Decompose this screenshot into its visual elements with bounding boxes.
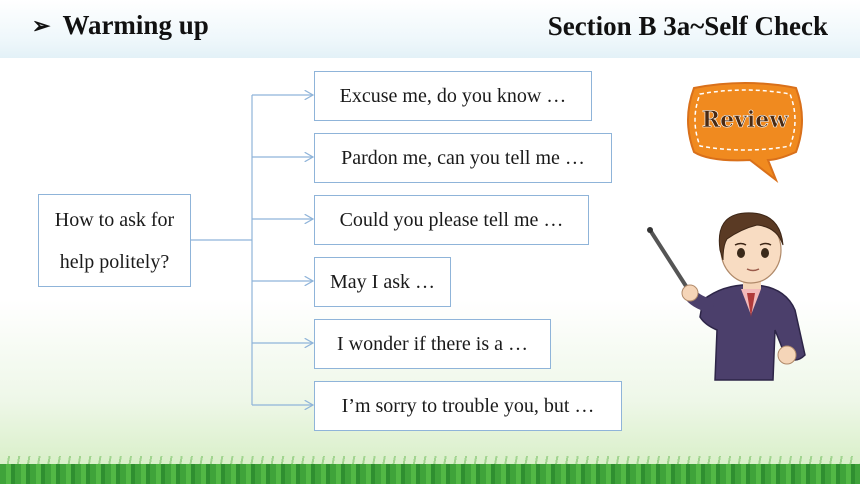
phrase-text: I wonder if there is a … [336, 332, 529, 355]
slide-heading: ➢ Warming up [32, 10, 209, 41]
phrase-text: Pardon me, can you tell me … [341, 146, 585, 169]
main-question-box: How to ask for help politely? [38, 194, 191, 287]
arrow-bullet-icon: ➢ [32, 12, 51, 38]
review-badge: Review [687, 82, 803, 184]
grass-strip [0, 464, 860, 484]
review-label: Review [702, 107, 789, 133]
phrase-box-1: Excuse me, do you know … [314, 71, 592, 121]
main-question-line2: help politely? [59, 250, 170, 273]
phrase-text: I’m sorry to trouble you, but … [341, 394, 595, 417]
header-bar: ➢ Warming up Section B 3a~Self Check [0, 0, 860, 58]
grass-tips [0, 456, 860, 466]
teacher-illustration [647, 212, 806, 381]
section-title: Section B 3a~Self Check [547, 11, 828, 41]
phrase-text: Could you please tell me … [339, 208, 564, 231]
phrase-box-3: Could you please tell me … [314, 195, 589, 245]
phrase-text: Excuse me, do you know … [339, 84, 567, 107]
phrase-box-4: May I ask … [314, 257, 451, 307]
phrase-box-5: I wonder if there is a … [314, 319, 551, 369]
phrase-box-2: Pardon me, can you tell me … [314, 133, 612, 183]
phrase-box-6: I’m sorry to trouble you, but … [314, 381, 622, 431]
main-question-line1: How to ask for [54, 208, 175, 231]
phrase-text: May I ask … [330, 270, 435, 293]
heading-text: Warming up [62, 10, 209, 40]
